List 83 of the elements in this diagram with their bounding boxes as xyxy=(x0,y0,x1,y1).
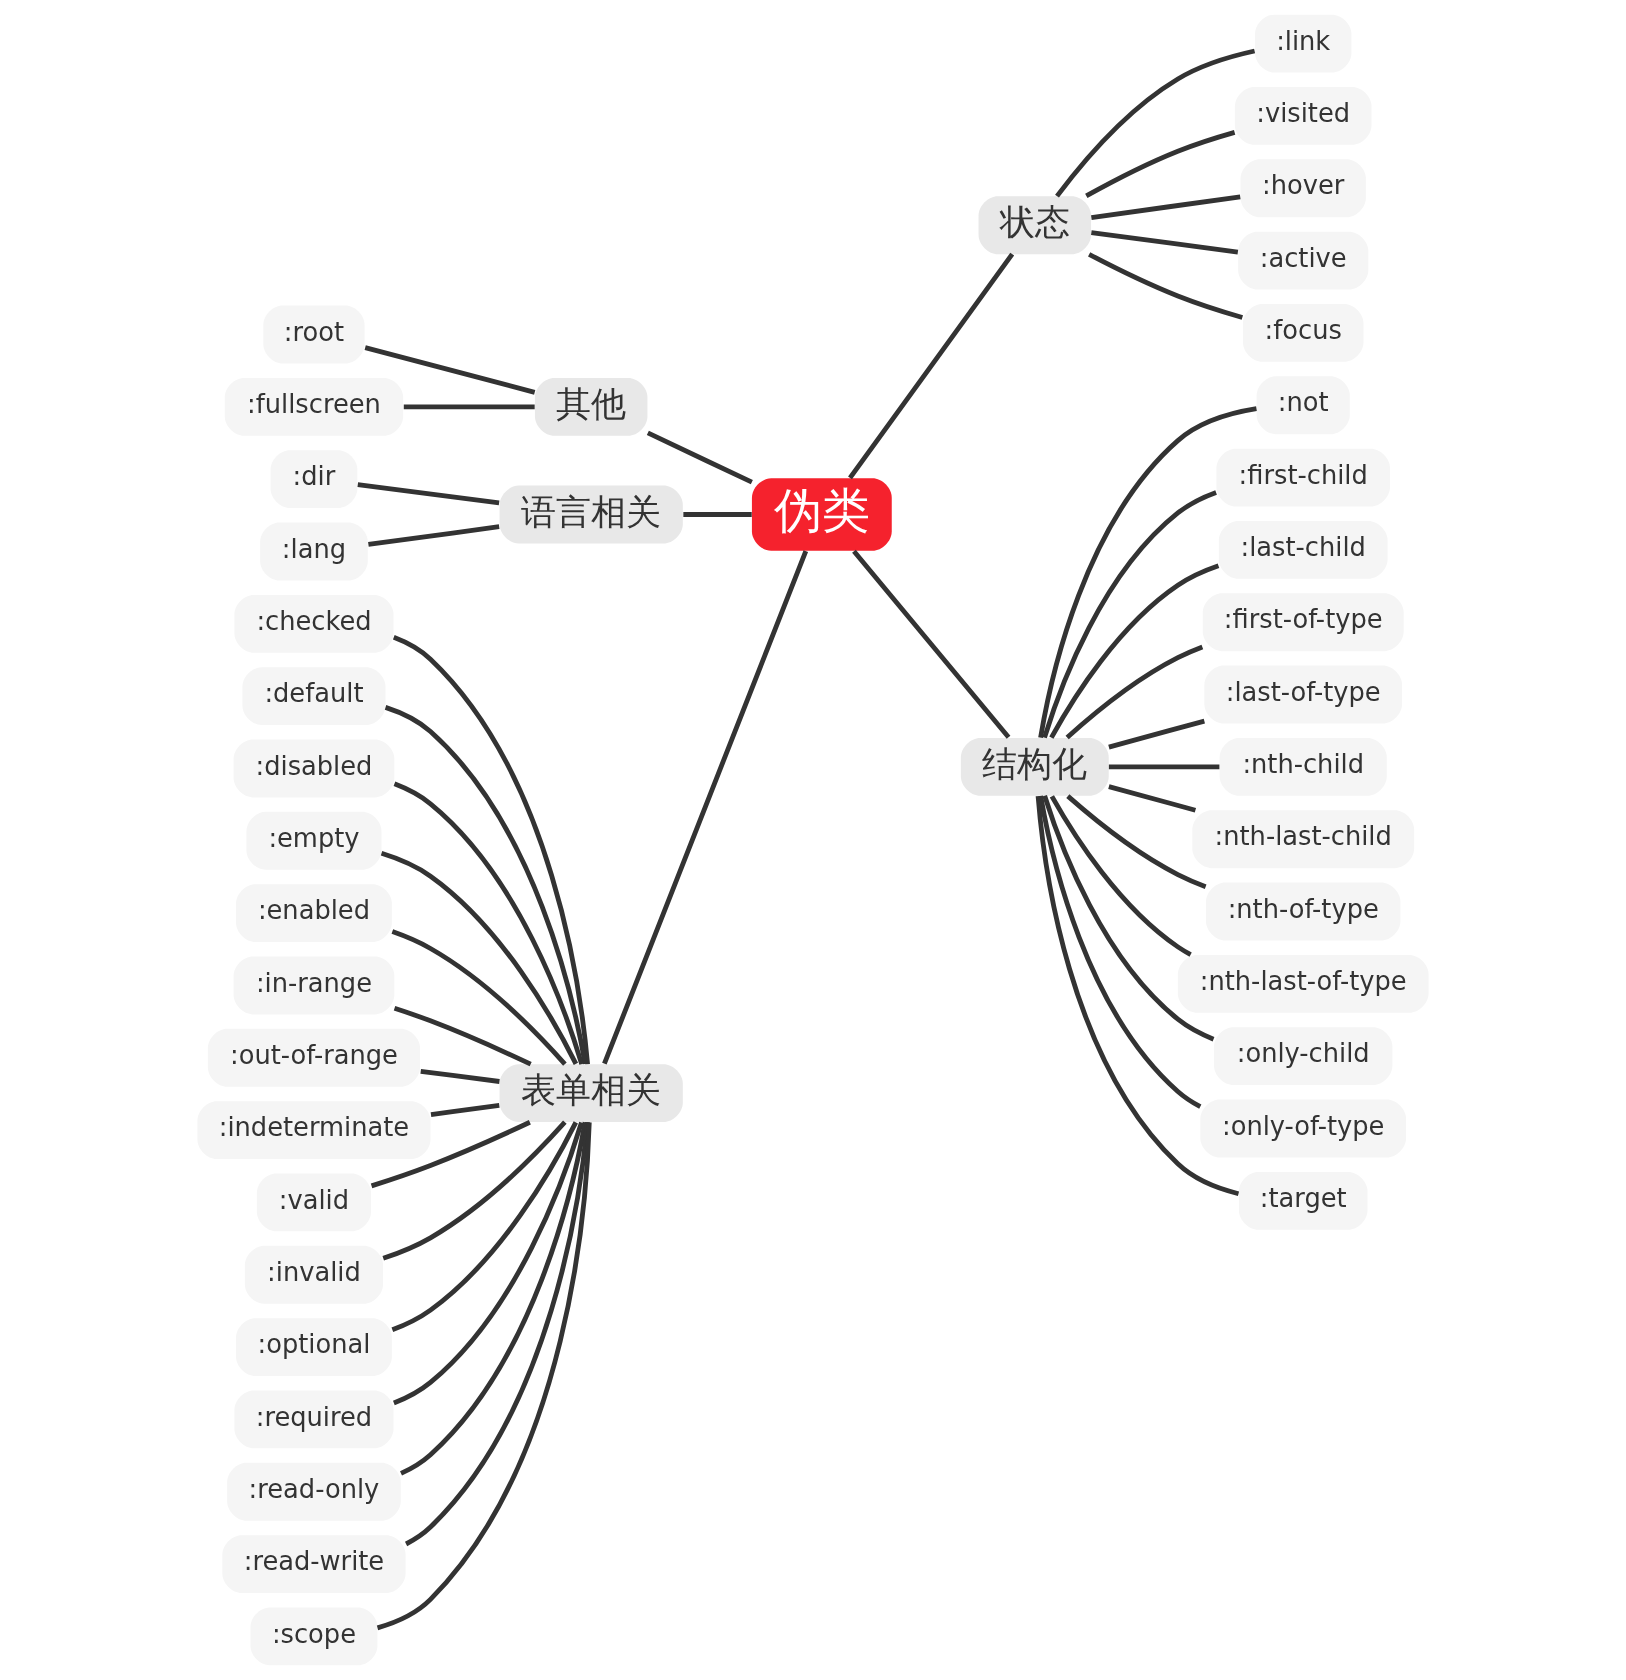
node-box: :default xyxy=(242,667,386,726)
connector xyxy=(1065,644,1204,740)
connector xyxy=(1038,795,1202,1109)
connector xyxy=(403,404,535,410)
connector xyxy=(646,430,753,485)
connector xyxy=(1091,230,1239,255)
node-box: :invalid xyxy=(244,1245,384,1304)
node-box: :hover xyxy=(1240,159,1366,218)
node-box: :empty xyxy=(246,811,382,870)
node-box: 语言相关 xyxy=(499,485,683,544)
node-box: 结构化 xyxy=(960,737,1109,796)
node-box: :not xyxy=(1256,376,1350,435)
connector xyxy=(848,252,1015,480)
node-box: :lang xyxy=(260,522,368,581)
node-box: :first-of-type xyxy=(1202,593,1404,652)
connector xyxy=(1055,48,1256,198)
node-box: :nth-last-child xyxy=(1192,810,1415,869)
connector xyxy=(370,1120,531,1189)
node-box: :required xyxy=(234,1390,394,1449)
node-box: :root xyxy=(263,305,365,364)
node-box: :last-of-type xyxy=(1204,665,1403,724)
node-box: :in-range xyxy=(233,956,395,1015)
node-box: :optional xyxy=(236,1318,392,1376)
connector xyxy=(683,512,752,517)
connector xyxy=(404,1121,590,1547)
connector xyxy=(1042,490,1217,739)
node-box: :out-of-range xyxy=(207,1028,421,1087)
connector xyxy=(1035,795,1240,1197)
node-box: :read-write xyxy=(222,1535,406,1593)
connector xyxy=(602,550,809,1065)
node-box: :indeterminate xyxy=(197,1101,431,1160)
connector xyxy=(380,851,579,1065)
connector xyxy=(1042,795,1215,1042)
node-box: :disabled xyxy=(233,739,395,798)
connector xyxy=(392,1121,584,1406)
node-box: :nth-child xyxy=(1219,737,1387,796)
node-box: :only-child xyxy=(1214,1027,1393,1086)
connector xyxy=(384,705,588,1065)
connector xyxy=(357,482,500,506)
node-box: 表单相关 xyxy=(499,1064,683,1123)
node-box: :nth-of-type xyxy=(1205,882,1401,941)
node-box: :fullscreen xyxy=(224,377,404,436)
node-box: :read-only xyxy=(227,1462,401,1521)
connector xyxy=(1066,794,1207,889)
connector xyxy=(1049,795,1192,957)
node-box: :dir xyxy=(270,450,358,509)
node-box: :visited xyxy=(1234,87,1372,145)
connector xyxy=(391,1121,578,1333)
connector xyxy=(1108,764,1220,770)
node-box: :active xyxy=(1238,231,1369,290)
connector xyxy=(368,524,500,547)
node-box: :target xyxy=(1238,1171,1368,1230)
node-box: :last-child xyxy=(1218,520,1388,579)
connector xyxy=(1085,130,1236,199)
node-box: 伪类 xyxy=(751,478,892,551)
node-box: :nth-last-of-type xyxy=(1177,954,1429,1013)
connector xyxy=(1091,194,1241,220)
connector xyxy=(1088,252,1243,320)
node-box: :valid xyxy=(256,1173,371,1232)
connector xyxy=(1108,718,1205,750)
node-box: :scope xyxy=(250,1607,378,1666)
connector xyxy=(393,781,584,1065)
connector xyxy=(1049,563,1220,739)
connector xyxy=(376,1122,592,1631)
node-box: :enabled xyxy=(236,884,392,943)
node-box: :only-of-type xyxy=(1200,1099,1407,1158)
node-box: :first-child xyxy=(1216,448,1390,507)
connector xyxy=(393,1006,532,1067)
connector xyxy=(1038,406,1257,739)
connector xyxy=(382,1120,567,1261)
connector xyxy=(852,549,1011,739)
node-box: 其他 xyxy=(534,377,648,436)
connector xyxy=(364,345,536,395)
connector xyxy=(391,929,567,1066)
connector xyxy=(420,1068,500,1084)
node-box: :link xyxy=(1255,14,1352,73)
node-box: 状态 xyxy=(978,196,1092,255)
node-box: :focus xyxy=(1242,304,1364,362)
node-box: :checked xyxy=(234,594,394,653)
connector xyxy=(392,635,590,1065)
connector xyxy=(1108,784,1197,813)
connector xyxy=(400,1121,588,1476)
connector xyxy=(430,1102,500,1117)
